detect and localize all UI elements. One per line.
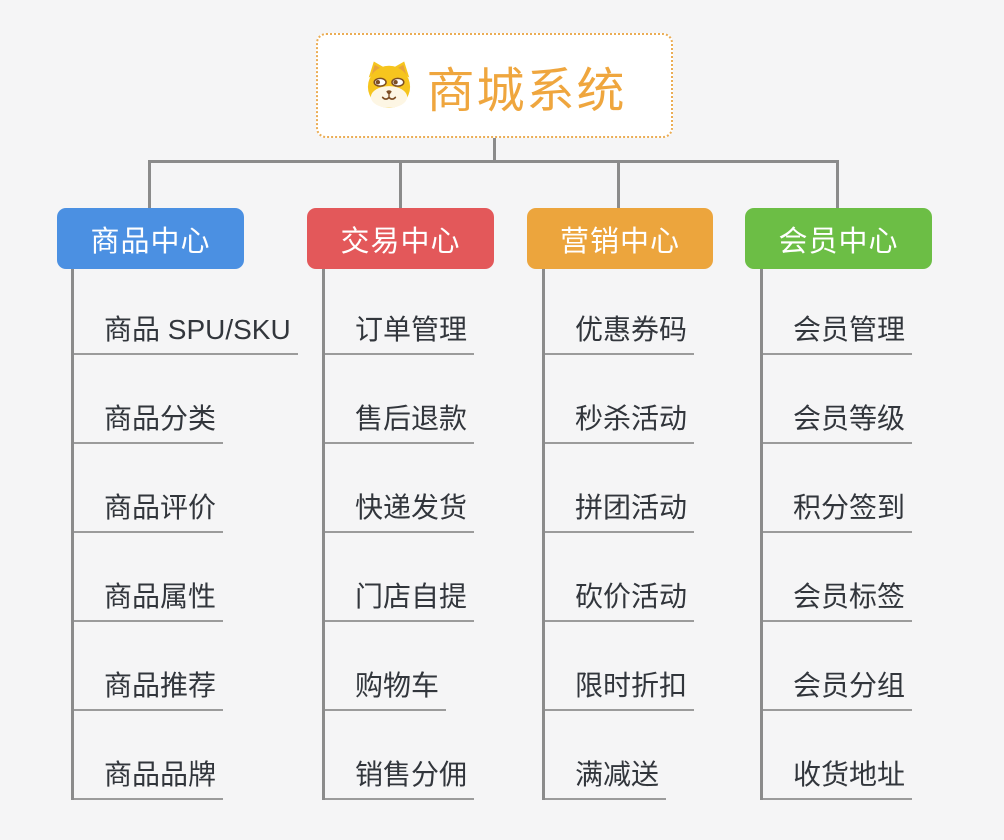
branch-product-children: 商品 SPU/SKU 商品分类 商品评价 商品属性 商品推荐 商品品牌 [71, 266, 301, 800]
connector-root-drop [493, 138, 496, 163]
leaf-node[interactable]: 会员分组 [760, 664, 913, 711]
trunk-line [71, 269, 74, 800]
trunk-line [760, 269, 763, 800]
leaf-node[interactable]: 快递发货 [322, 486, 475, 533]
leaf-node[interactable]: 优惠券码 [542, 308, 695, 355]
trunk-line [322, 269, 325, 800]
shiba-dog-icon [368, 61, 411, 108]
leaf-node[interactable]: 商品评价 [71, 486, 224, 533]
leaf-node[interactable]: 会员管理 [760, 308, 913, 355]
root-title: 商城系统 [426, 64, 627, 118]
connector-rail [148, 160, 839, 163]
leaf-node[interactable]: 销售分佣 [322, 753, 475, 800]
branch-product-center[interactable]: 商品中心 [57, 208, 244, 269]
leaf-node[interactable]: 商品 SPU/SKU [71, 308, 298, 355]
leaf-node[interactable]: 购物车 [322, 664, 447, 711]
trunk-line [542, 269, 545, 800]
leaf-node[interactable]: 售后退款 [322, 397, 475, 444]
leaf-node[interactable]: 会员等级 [760, 397, 913, 444]
leaf-node[interactable]: 秒杀活动 [542, 397, 695, 444]
leaf-node[interactable]: 收货地址 [760, 753, 913, 800]
leaf-node[interactable]: 拼团活动 [542, 486, 695, 533]
leaf-node[interactable]: 商品品牌 [71, 753, 224, 800]
leaf-node[interactable]: 满减送 [542, 753, 667, 800]
leaf-node[interactable]: 商品推荐 [71, 664, 224, 711]
connector-drop-marketing [617, 160, 620, 209]
leaf-node[interactable]: 门店自提 [322, 575, 475, 622]
leaf-node[interactable]: 商品属性 [71, 575, 224, 622]
connector-drop-member [836, 160, 839, 209]
branch-marketing-center[interactable]: 营销中心 [527, 208, 713, 269]
leaf-node[interactable]: 订单管理 [322, 308, 475, 355]
branch-trade-children: 订单管理 售后退款 快递发货 门店自提 购物车 销售分佣 [322, 266, 552, 800]
branch-marketing-children: 优惠券码 秒杀活动 拼团活动 砍价活动 限时折扣 满减送 [542, 266, 772, 800]
root-node[interactable]: 商城系统 [316, 33, 673, 138]
leaf-node[interactable]: 商品分类 [71, 397, 224, 444]
leaf-node[interactable]: 限时折扣 [542, 664, 695, 711]
branch-trade-center[interactable]: 交易中心 [307, 208, 494, 269]
leaf-node[interactable]: 积分签到 [760, 486, 913, 533]
leaf-node[interactable]: 砍价活动 [542, 575, 695, 622]
connector-drop-trade [399, 160, 402, 209]
leaf-node[interactable]: 会员标签 [760, 575, 913, 622]
branch-member-children: 会员管理 会员等级 积分签到 会员标签 会员分组 收货地址 [760, 266, 990, 800]
connector-drop-product [148, 160, 151, 209]
branch-member-center[interactable]: 会员中心 [745, 208, 932, 269]
